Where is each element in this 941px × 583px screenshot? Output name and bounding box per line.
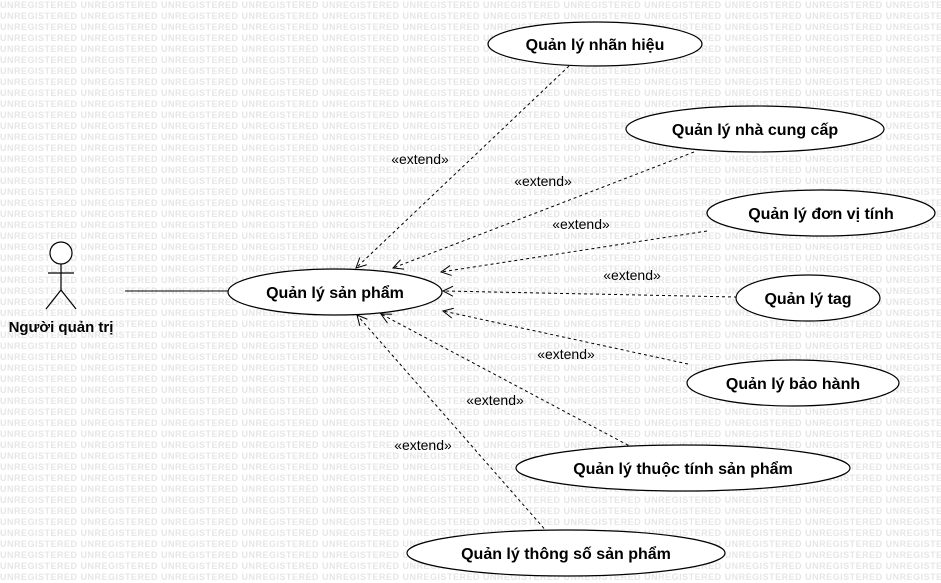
- use-case-quan-ly-thuoc-tinh-san-pham[interactable]: Quản lý thuộc tính sản phẩm: [515, 444, 851, 492]
- watermark-row: UNREGISTERED UNREGISTERED UNREGISTERED U…: [0, 176, 941, 186]
- actor-head: [49, 241, 73, 265]
- watermark-row: UNREGISTERED UNREGISTERED UNREGISTERED U…: [0, 440, 941, 450]
- extend-label-don-vi-tinh: «extend»: [552, 216, 610, 232]
- watermark-row: UNREGISTERED UNREGISTERED UNREGISTERED U…: [0, 209, 941, 219]
- extend-label-nhan-hieu: «extend»: [391, 151, 449, 167]
- watermark-row: UNREGISTERED UNREGISTERED UNREGISTERED U…: [0, 308, 941, 318]
- extend-label-bao-hanh: «extend»: [537, 346, 595, 362]
- watermark-row: UNREGISTERED UNREGISTERED UNREGISTERED U…: [0, 462, 941, 472]
- use-case-quan-ly-bao-hanh[interactable]: Quản lý bảo hành: [686, 359, 900, 407]
- watermark-row: UNREGISTERED UNREGISTERED UNREGISTERED U…: [0, 187, 941, 197]
- actor-right-leg: [60, 289, 77, 310]
- watermark-row: UNREGISTERED UNREGISTERED UNREGISTERED U…: [0, 484, 941, 494]
- watermark-row: UNREGISTERED UNREGISTERED UNREGISTERED U…: [0, 418, 941, 428]
- watermark-row: UNREGISTERED UNREGISTERED UNREGISTERED U…: [0, 110, 941, 120]
- watermark-row: UNREGISTERED UNREGISTERED UNREGISTERED U…: [0, 385, 941, 395]
- watermark-row: UNREGISTERED UNREGISTERED UNREGISTERED U…: [0, 242, 941, 252]
- watermark-row: UNREGISTERED UNREGISTERED UNREGISTERED U…: [0, 44, 941, 54]
- use-case-quan-ly-don-vi-tinh[interactable]: Quản lý đơn vị tính: [706, 189, 936, 237]
- watermark-row: UNREGISTERED UNREGISTERED UNREGISTERED U…: [0, 0, 941, 10]
- use-case-quan-ly-nha-cung-cap[interactable]: Quản lý nhà cung cấp: [625, 105, 885, 153]
- extend-label-thong-so: «extend»: [394, 437, 452, 453]
- watermark-row: UNREGISTERED UNREGISTERED UNREGISTERED U…: [0, 11, 941, 21]
- use-case-label: Quản lý bảo hành: [726, 376, 860, 393]
- extend-label-tag: «extend»: [603, 267, 661, 283]
- use-case-quan-ly-san-pham[interactable]: Quản lý sản phẩm: [227, 268, 443, 316]
- actor-figure[interactable]: [45, 241, 77, 310]
- watermark-row: UNREGISTERED UNREGISTERED UNREGISTERED U…: [0, 495, 941, 505]
- watermark-row: UNREGISTERED UNREGISTERED UNREGISTERED U…: [0, 77, 941, 87]
- watermark-row: UNREGISTERED UNREGISTERED UNREGISTERED U…: [0, 407, 941, 417]
- watermark-row: UNREGISTERED UNREGISTERED UNREGISTERED U…: [0, 297, 941, 307]
- watermark-row: UNREGISTERED UNREGISTERED UNREGISTERED U…: [0, 275, 941, 285]
- extend-line-tag: [443, 291, 738, 298]
- watermark-row: UNREGISTERED UNREGISTERED UNREGISTERED U…: [0, 99, 941, 109]
- watermark-row: UNREGISTERED UNREGISTERED UNREGISTERED U…: [0, 165, 941, 175]
- use-case-label: Quản lý nhãn hiệu: [526, 37, 665, 54]
- use-case-label: Quản lý đơn vị tính: [748, 206, 894, 223]
- watermark-row: UNREGISTERED UNREGISTERED UNREGISTERED U…: [0, 572, 941, 582]
- watermark-row: UNREGISTERED UNREGISTERED UNREGISTERED U…: [0, 396, 941, 406]
- watermark-row: UNREGISTERED UNREGISTERED UNREGISTERED U…: [0, 473, 941, 483]
- watermark-row: UNREGISTERED UNREGISTERED UNREGISTERED U…: [0, 154, 941, 164]
- extend-label-thuoc-tinh: «extend»: [466, 392, 524, 408]
- watermark-row: UNREGISTERED UNREGISTERED UNREGISTERED U…: [0, 231, 941, 241]
- use-case-label: Quản lý sản phẩm: [266, 284, 404, 302]
- watermark-row: UNREGISTERED UNREGISTERED UNREGISTERED U…: [0, 33, 941, 43]
- watermark-row: UNREGISTERED UNREGISTERED UNREGISTERED U…: [0, 374, 941, 384]
- watermark-row: UNREGISTERED UNREGISTERED UNREGISTERED U…: [0, 88, 941, 98]
- watermark-row: UNREGISTERED UNREGISTERED UNREGISTERED U…: [0, 55, 941, 65]
- watermark-row: UNREGISTERED UNREGISTERED UNREGISTERED U…: [0, 451, 941, 461]
- watermark-row: UNREGISTERED UNREGISTERED UNREGISTERED U…: [0, 132, 941, 142]
- watermark-row: UNREGISTERED UNREGISTERED UNREGISTERED U…: [0, 363, 941, 373]
- watermark-row: UNREGISTERED UNREGISTERED UNREGISTERED U…: [0, 429, 941, 439]
- watermark-row: UNREGISTERED UNREGISTERED UNREGISTERED U…: [0, 330, 941, 340]
- watermark-row: UNREGISTERED UNREGISTERED UNREGISTERED U…: [0, 66, 941, 76]
- use-case-quan-ly-tag[interactable]: Quản lý tag: [735, 274, 881, 322]
- actor-left-leg: [45, 289, 62, 310]
- use-case-quan-ly-thong-so-san-pham[interactable]: Quản lý thông số sản phẩm: [406, 529, 726, 577]
- watermark-row: UNREGISTERED UNREGISTERED UNREGISTERED U…: [0, 506, 941, 516]
- watermark-row: UNREGISTERED UNREGISTERED UNREGISTERED U…: [0, 220, 941, 230]
- actor-label: Người quản trị: [9, 319, 114, 336]
- watermark-row: UNREGISTERED UNREGISTERED UNREGISTERED U…: [0, 143, 941, 153]
- watermark-row: UNREGISTERED UNREGISTERED UNREGISTERED U…: [0, 341, 941, 351]
- extend-line-nhan-hieu: [356, 65, 570, 268]
- use-case-label: Quản lý thuộc tính sản phẩm: [573, 460, 793, 478]
- extend-line-don-vi-tinh: [441, 230, 708, 272]
- extend-line-nha-cung-cap: [393, 151, 695, 268]
- extend-line-thong-so: [357, 315, 549, 534]
- use-case-label: Quản lý nhà cung cấp: [672, 122, 838, 139]
- extend-line-thuoc-tinh: [381, 314, 640, 452]
- watermark-row: UNREGISTERED UNREGISTERED UNREGISTERED U…: [0, 198, 941, 208]
- watermark-row: UNREGISTERED UNREGISTERED UNREGISTERED U…: [0, 528, 941, 538]
- watermark-row: UNREGISTERED UNREGISTERED UNREGISTERED U…: [0, 352, 941, 362]
- watermark-row: UNREGISTERED UNREGISTERED UNREGISTERED U…: [0, 121, 941, 131]
- use-case-label: Quản lý tag: [764, 291, 851, 308]
- watermark-row: UNREGISTERED UNREGISTERED UNREGISTERED U…: [0, 286, 941, 296]
- use-case-label: Quản lý thông số sản phẩm: [461, 545, 671, 563]
- watermark-row: UNREGISTERED UNREGISTERED UNREGISTERED U…: [0, 517, 941, 527]
- extend-label-nha-cung-cap: «extend»: [514, 173, 572, 189]
- watermark-row: UNREGISTERED UNREGISTERED UNREGISTERED U…: [0, 253, 941, 263]
- watermark-row: UNREGISTERED UNREGISTERED UNREGISTERED U…: [0, 319, 941, 329]
- extend-dependencies: [356, 65, 738, 534]
- watermark-row: UNREGISTERED UNREGISTERED UNREGISTERED U…: [0, 264, 941, 274]
- watermark-row: UNREGISTERED UNREGISTERED UNREGISTERED U…: [0, 22, 941, 32]
- use-case-quan-ly-nhan-hieu[interactable]: Quản lý nhãn hiệu: [487, 21, 703, 67]
